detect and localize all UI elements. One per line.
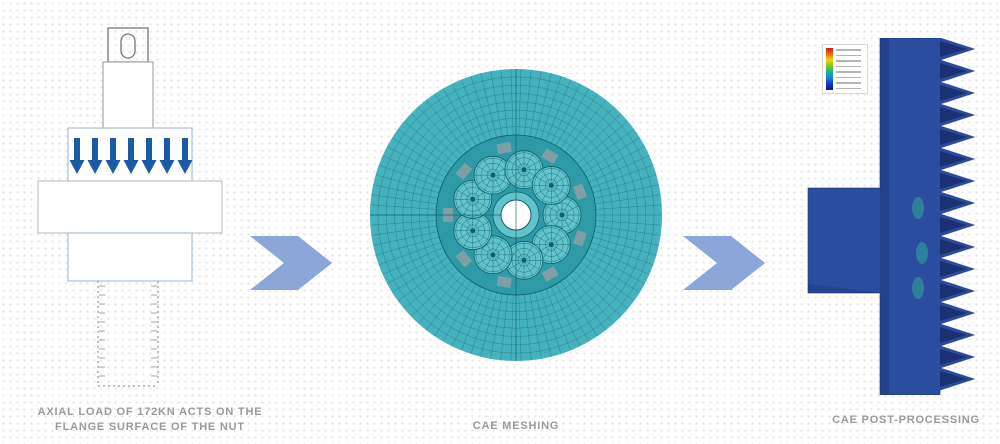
contour-legend (822, 44, 868, 94)
axial-load-arrows (69, 138, 193, 174)
stage2-caption: CAE MESHING (472, 420, 560, 432)
stage1-caption: AXIAL LOAD OF 172KN ACTS ON THE FLANGE S… (10, 405, 290, 435)
threaded-shaft (97, 281, 159, 387)
flow-arrow-1 (250, 236, 332, 290)
legend-value-lines (836, 48, 864, 90)
bolt-tip-outline (107, 27, 149, 63)
fea-result-plot (807, 38, 976, 395)
legend-color-scale (826, 48, 833, 90)
bolt-tip-slot (120, 33, 136, 59)
stage1-caption-line1: AXIAL LOAD OF 172KN ACTS ON THE (37, 406, 263, 418)
bolt-load-schematic (37, 27, 223, 387)
bolt-upper-shaft (102, 61, 154, 129)
stage1-caption-line2: FLANGE SURFACE OF THE NUT (55, 421, 245, 433)
cae-mesh-section (370, 69, 662, 361)
flow-arrow-2 (683, 236, 765, 290)
stage3-caption: CAE POST-PROCESSING (832, 414, 980, 426)
nut-flange-outline (37, 180, 223, 234)
nut-body-outline (67, 232, 193, 282)
